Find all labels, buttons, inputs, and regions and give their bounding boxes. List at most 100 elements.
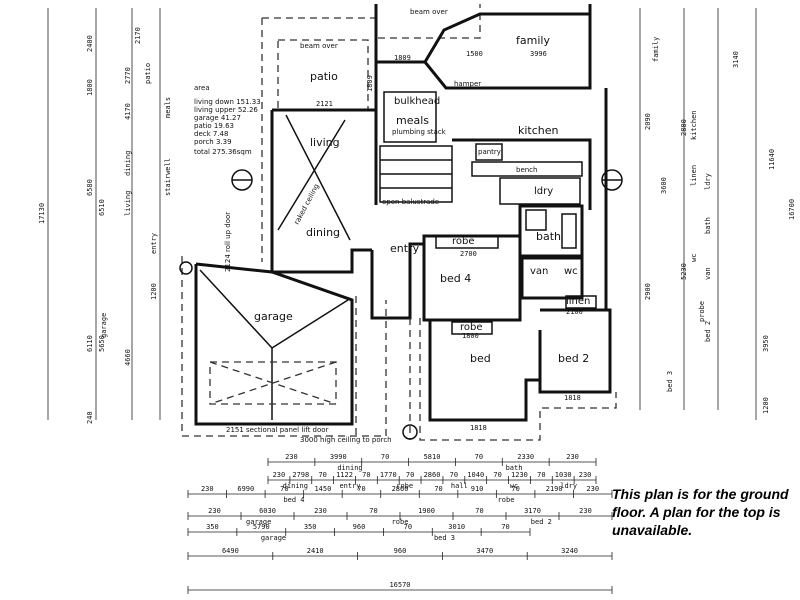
left-dim-1: 2400 xyxy=(86,35,94,52)
bottom-dim-value: 230 xyxy=(579,471,592,479)
bottom-dim-value: 350 xyxy=(206,523,219,531)
dim-bed2: 1818 xyxy=(564,394,581,402)
bottom-dim-value: 70 xyxy=(434,485,442,493)
bed3-wall xyxy=(428,320,542,422)
label-meals: meals xyxy=(396,114,429,127)
area-line-6: porch 3.39 xyxy=(194,138,232,146)
bottom-dim-value: 70 xyxy=(475,507,483,515)
right-dim-4: 3950 xyxy=(762,335,770,352)
bedroom-section xyxy=(419,88,617,441)
raked-ceiling-line xyxy=(277,119,346,231)
label-garage: garage xyxy=(254,310,293,323)
right-dim-1: 3140 xyxy=(732,51,740,68)
garage-outer-dash xyxy=(181,256,387,437)
right-dim-3: 16700 xyxy=(788,199,796,220)
area-line-4: patio 19.63 xyxy=(194,122,234,130)
right-label-bath: bath xyxy=(704,217,712,234)
bottom-dim-value: 5810 xyxy=(424,453,441,461)
bottom-dim-value: 230 xyxy=(285,453,298,461)
label-beam-patio: beam over xyxy=(300,42,338,50)
bottom-dim-value: 6490 xyxy=(222,547,239,555)
area-line-3: garage 41.27 xyxy=(194,114,241,122)
right-dimensions: 3140 11640 16700 3950 1200 2090 2880 360… xyxy=(639,8,796,420)
van-wc xyxy=(520,256,584,300)
bottom-dim-value: 70 xyxy=(475,453,483,461)
right-dim-6: 2090 xyxy=(644,113,652,130)
label-bed3: bed xyxy=(470,352,491,365)
bottom-dim-value: 6030 xyxy=(259,507,276,515)
right-dim-8: 3600 xyxy=(660,177,668,194)
garage-roof-2 xyxy=(271,299,349,349)
bottom-dim-room-label: robe xyxy=(498,496,515,504)
left-dim-3: 6580 xyxy=(86,179,94,196)
label-dining: dining xyxy=(306,226,340,239)
area-line-1: living down 151.33 xyxy=(194,98,261,106)
robe4 xyxy=(435,235,499,249)
label-patio: patio xyxy=(310,70,338,83)
label-bed2: bed 2 xyxy=(558,352,589,365)
left-label-patio: patio xyxy=(144,63,152,84)
ldry-box xyxy=(499,177,581,205)
bottom-dim-value: 230 xyxy=(579,507,592,515)
label-plumbing: plumbing stack xyxy=(392,128,447,136)
label-beam-top: beam over xyxy=(410,8,448,16)
left-dim-4: 17130 xyxy=(38,203,46,224)
bottom-dim-value: 2860 xyxy=(424,471,441,479)
area-line-2: living upper 52.26 xyxy=(194,106,258,114)
bottom-dim-room-label: ldry xyxy=(560,482,577,490)
label-wc: wc xyxy=(564,266,578,277)
label-bench: bench xyxy=(516,166,537,174)
bottom-dim-value: 1040 xyxy=(467,471,484,479)
right-label-ldry: ldry xyxy=(704,173,712,190)
bottom-dim-value: 3010 xyxy=(448,523,465,531)
dim-1809-b: 1809 xyxy=(366,75,374,92)
right-label-wc: wc xyxy=(690,254,698,262)
ground-floor-note: This plan is for the ground floor. A pla… xyxy=(612,486,789,538)
bottom-dim-value: 1030 xyxy=(555,471,572,479)
bottom-dim-room-label: bed 3 xyxy=(434,534,455,542)
bottom-dim-value: 3470 xyxy=(476,547,493,555)
garage-section xyxy=(181,242,424,440)
bottom-dim-value: 230 xyxy=(566,453,579,461)
bottom-dim-value: 2798 xyxy=(292,471,309,479)
label-kitchen: kitchen xyxy=(518,124,559,137)
bottom-dim-value: 70 xyxy=(381,453,389,461)
garage-diag-2 xyxy=(209,361,337,405)
left-dimensions: 2400 1800 6580 17130 6110 240 2170 2770 … xyxy=(38,8,172,424)
bottom-dim-value: 70 xyxy=(450,471,458,479)
section-markers xyxy=(179,169,623,440)
left-dim-6: 240 xyxy=(86,411,94,424)
bottom-dim-room-label: dining xyxy=(283,482,308,490)
kitchen-wall xyxy=(452,138,592,210)
bottom-dim-room-label: bed 2 xyxy=(531,518,552,526)
left-label-stairwell: stairwell xyxy=(164,158,172,196)
room-dimensions: 2121 3996 1500 2700 1800 1818 1818 2100 … xyxy=(316,50,583,432)
right-dim-2: 11640 xyxy=(768,149,776,170)
bottom-dim-room-label: garage xyxy=(246,518,271,526)
bottom-dim-value: 3240 xyxy=(561,547,578,555)
bottom-dim-value: 1900 xyxy=(418,507,435,515)
right-label-bed3: bed 3 xyxy=(666,371,674,392)
dim-robe3: 1800 xyxy=(462,332,479,340)
label-hamper: hamper xyxy=(454,80,481,88)
dim-family-a: 1500 xyxy=(466,50,483,58)
bottom-dim-room-label: dining xyxy=(337,464,362,472)
section-marker-bottom xyxy=(402,424,418,440)
bottom-dim-value: 70 xyxy=(369,507,377,515)
bottom-dim-value: 1450 xyxy=(314,485,331,493)
bottom-dim-value: 70 xyxy=(501,523,509,531)
bottom-dim-value: 70 xyxy=(493,471,501,479)
bottom-dim-value: 70 xyxy=(362,471,370,479)
right-label-probe: probe xyxy=(698,301,706,322)
bottom-dim-room-label: garage xyxy=(261,534,286,542)
bottom-dim-value: 70 xyxy=(511,485,519,493)
bottom-dim-value: 2860 xyxy=(392,485,409,493)
label-bed4: bed 4 xyxy=(440,272,471,285)
bottom-dim-room-label: hall xyxy=(451,482,468,490)
bottom-dim-value: 2190 xyxy=(546,485,563,493)
bottom-dim-value: 230 xyxy=(314,507,327,515)
pantry-box xyxy=(475,143,503,161)
bottom-dim-room-label: robe xyxy=(396,482,413,490)
label-robe4: robe xyxy=(452,236,475,247)
bottom-dim-value: 1770 xyxy=(380,471,397,479)
